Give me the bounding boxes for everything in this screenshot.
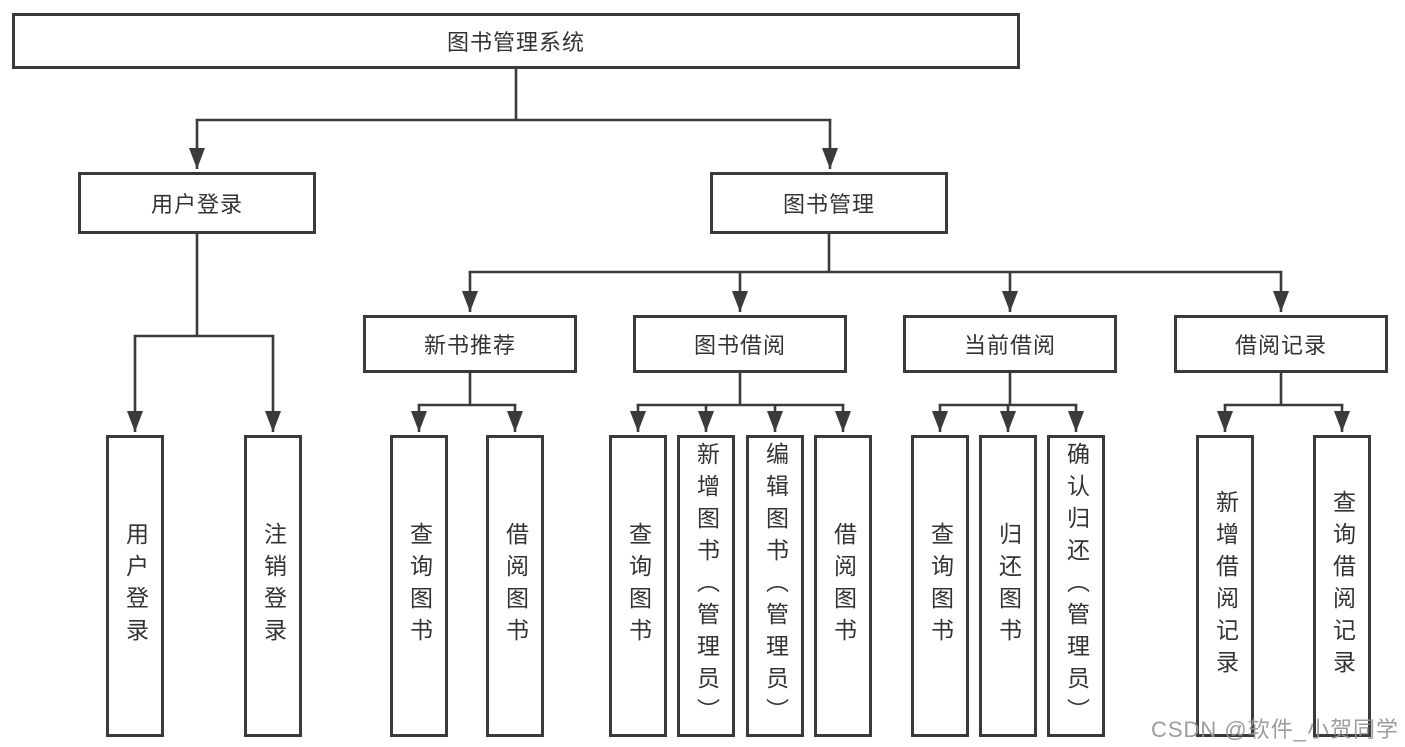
node-label: 借阅记录 <box>1234 333 1327 358</box>
leaf-confirm-return-admin: 确认归还（管理员） <box>1047 435 1105 737</box>
node-label: 图书管理系统 <box>446 30 585 55</box>
leaf-edit-books-admin: 编辑图书（管理员） <box>746 435 804 737</box>
node-library-management-system: 图书管理系统 <box>12 13 1020 69</box>
node-label: 查询图书 <box>406 522 433 650</box>
node-label: 当前借阅 <box>963 333 1056 358</box>
node-label: 图书借阅 <box>693 333 786 358</box>
node-label: 新增借阅记录 <box>1212 490 1239 682</box>
leaf-return-books: 归还图书 <box>979 435 1037 737</box>
edge-user-login-to-leaves <box>127 234 281 432</box>
leaf-query-borrow-record: 查询借阅记录 <box>1313 435 1371 737</box>
node-book-borrow: 图书借阅 <box>633 315 847 373</box>
edge-book-mgmt-to-level3 <box>462 234 1289 312</box>
node-current-borrow: 当前借阅 <box>903 315 1117 373</box>
node-label: 编辑图书（管理员） <box>762 442 789 730</box>
node-label: 新书推荐 <box>423 333 516 358</box>
edge-borrow-records-to-leaves <box>1217 373 1350 432</box>
edge-current-borrow-to-leaves <box>932 373 1084 432</box>
leaf-add-borrow-record: 新增借阅记录 <box>1196 435 1254 737</box>
node-label: 借阅图书 <box>502 522 529 650</box>
node-label: 注销登录 <box>260 522 287 650</box>
node-book-management: 图书管理 <box>710 172 948 234</box>
node-label: 查询图书 <box>625 522 652 650</box>
leaf-query-books: 查询图书 <box>911 435 969 737</box>
edge-book-borrow-to-leaves <box>630 373 851 432</box>
leaf-borrow-books: 借阅图书 <box>814 435 872 737</box>
leaf-borrow-books: 借阅图书 <box>486 435 544 737</box>
node-label: 图书管理 <box>782 192 875 217</box>
leaf-query-books: 查询图书 <box>609 435 667 737</box>
node-label: 用户登录 <box>150 192 243 217</box>
node-label: 归还图书 <box>995 522 1022 650</box>
edge-new-book-to-leaves <box>411 373 523 432</box>
leaf-logout: 注销登录 <box>244 435 302 737</box>
edge-root-to-level2 <box>189 69 838 169</box>
node-label: 查询借阅记录 <box>1329 490 1356 682</box>
leaf-add-books-admin: 新增图书（管理员） <box>677 435 735 737</box>
leaf-query-books: 查询图书 <box>390 435 448 737</box>
csdn-watermark: CSDN @软件_小贺同学 <box>1150 717 1399 742</box>
node-borrow-records: 借阅记录 <box>1174 315 1388 373</box>
leaf-user-login: 用户登录 <box>106 435 164 737</box>
node-label: 新增图书（管理员） <box>693 442 720 730</box>
node-user-login: 用户登录 <box>78 172 316 234</box>
node-label: 查询图书 <box>927 522 954 650</box>
node-new-book-recommend: 新书推荐 <box>363 315 577 373</box>
node-label: 确认归还（管理员） <box>1063 442 1090 730</box>
node-label: 借阅图书 <box>830 522 857 650</box>
node-label: 用户登录 <box>122 522 149 650</box>
